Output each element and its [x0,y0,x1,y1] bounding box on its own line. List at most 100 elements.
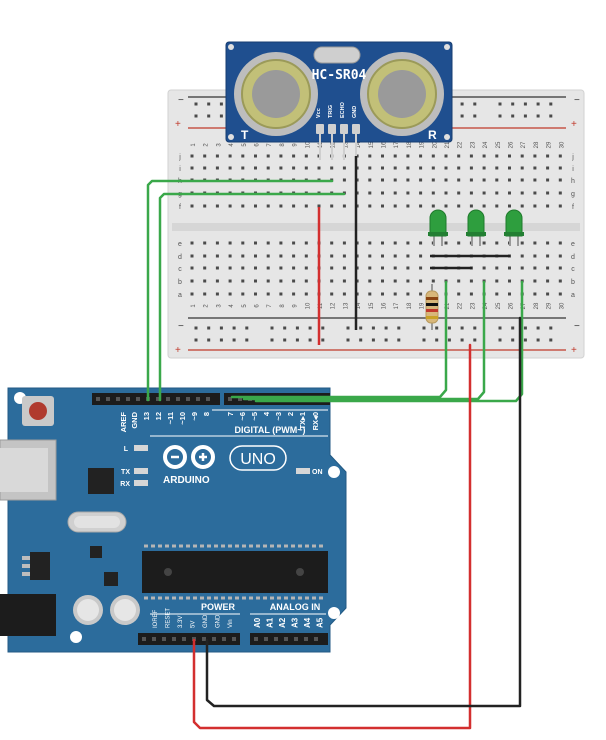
breadboard-hole [520,178,524,182]
breadboard-hole [558,154,562,158]
breadboard-hole [495,241,499,245]
rail-plus-tl: + [175,119,181,130]
breadboard-hole [431,178,435,182]
column-number: 12 [331,141,337,148]
breadboard-hole [495,178,499,182]
led-rx [134,480,148,486]
rail-hole [435,338,439,342]
rail-minus-tl: − [178,95,184,106]
led-rim [466,232,486,236]
breadboard-hole [482,166,486,170]
breadboard-hole [292,254,296,258]
header-hole [126,397,130,401]
digital-pin-label: 2 [286,412,295,416]
usb-connector-inner [0,448,48,492]
analog-header [250,633,328,645]
breadboard-hole [406,166,410,170]
breadboard-hole [203,166,207,170]
rail-hole [460,102,464,106]
breadboard-hole [482,266,486,270]
breadboard-hole [381,178,384,182]
column-number: 25 [496,302,502,309]
digital-pin-label: RX◂0 [311,412,320,430]
breadboard-hole [330,254,334,258]
breadboard-hole [368,279,372,283]
breadboard-hole [406,191,410,195]
led-tx-label: TX [121,469,130,476]
breadboard-hole [393,266,397,270]
breadboard-hole [241,292,245,296]
header-hole [166,397,170,401]
column-number: 30 [559,141,565,148]
breadboard-hole [520,204,524,208]
column-number: 26 [509,302,515,309]
rail-hole [549,326,553,330]
breadboard-hole [457,241,461,245]
rail-hole [511,326,515,330]
header-hole [304,637,308,641]
header-hole [314,637,318,641]
breadboard-hole [546,154,550,158]
row-letter: d [571,254,575,261]
rail-hole [308,338,312,342]
rail-hole [359,326,363,330]
led [467,209,485,237]
breadboard-hole [431,166,435,170]
led-on [296,468,310,474]
breadboard-hole [254,166,257,170]
rail-hole [523,338,527,342]
digital-pin-label: ~9 [190,412,199,421]
rail-hole [321,326,325,330]
breadboard-hole [495,191,499,195]
rail-hole [549,102,553,106]
breadboard-hole [533,204,537,208]
breadboard-hole [406,178,410,182]
breadboard-hole [228,254,232,258]
breadboard-hole [482,178,486,182]
echo-wire [158,192,346,402]
uno-badge [229,445,287,471]
breadboard-hole [406,204,410,208]
rail-hole [371,338,375,342]
breadboard-hole [419,254,423,258]
led-l-label: L [124,446,129,453]
5v-power-wire [192,343,472,730]
breadboard-hole [558,241,562,245]
column-number: 9 [293,143,299,147]
breadboard-hole [241,204,245,208]
digital-pin-label: 12 [154,412,163,420]
breadboard-hole [304,166,308,170]
breadboard-hole [342,254,346,258]
rail-hole [536,102,540,106]
led-l [134,445,148,451]
breadboard-hole [304,266,308,270]
rail-hole [536,114,540,118]
power-pin-label: 3.3V [178,616,184,628]
row-letter: i [179,166,181,173]
digital-pin-label: ~11 [166,412,175,424]
breadboard-hole [520,254,524,258]
breadboard-hole [215,154,219,158]
rail-hole [232,338,236,342]
breadboard-hole [368,191,372,195]
arduino-logo [163,445,215,469]
reset-button-cap[interactable] [29,402,47,420]
breadboard-hole [419,279,423,283]
breadboard-hole [495,166,499,170]
breadboard-hole [508,204,511,208]
header-hole [162,637,166,641]
breadboard-hole [444,191,448,195]
breadboard-hole [393,204,397,208]
rail-hole [422,338,426,342]
row-letter: d [178,254,182,261]
breadboard-hole [533,241,537,245]
breadboard-hole [203,241,207,245]
column-number: 16 [382,302,388,309]
breadboard-hole [469,178,473,182]
analog-pin-label: A4 [303,617,312,628]
breadboard-hole [266,204,270,208]
power-header [138,633,240,645]
column-number: 1 [191,304,197,308]
header-hole [228,397,232,401]
column-number: 20 [432,141,438,148]
